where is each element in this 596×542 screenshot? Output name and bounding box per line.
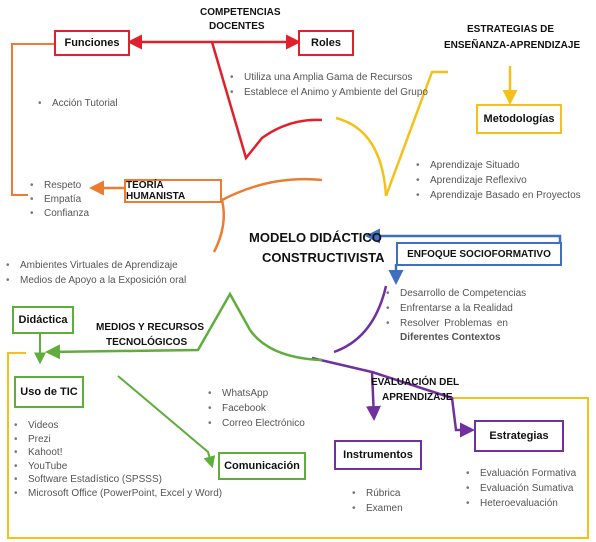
list-item: Videos	[14, 419, 222, 433]
uso-tic-box: Uso de TIC	[14, 376, 84, 408]
center-title-line1: MODELO DIDÁCTICO	[249, 230, 382, 245]
estrategias-eval-items: Evaluación Formativa Evaluación Sumativa…	[466, 466, 576, 511]
metodologias-box: Metodologías	[476, 104, 562, 134]
comunicacion-box: Comunicación	[218, 452, 306, 480]
list-item: Heteroevaluación	[466, 496, 576, 511]
enfoque-socioformativo-box: ENFOQUE SOCIOFORMATIVO	[396, 242, 562, 266]
list-item: Empatía	[30, 193, 89, 207]
list-item: Confianza	[30, 207, 89, 221]
metodologias-label: Metodologías	[483, 113, 555, 125]
instrumentos-items: Rúbrica Examen	[352, 486, 403, 516]
purple-connectors	[311, 285, 475, 438]
roles-label: Roles	[311, 37, 341, 49]
didactica-box: Didáctica	[12, 306, 74, 334]
teoria-humanista-label: TEORÍA HUMANISTA	[126, 180, 186, 202]
list-item: Facebook	[208, 401, 305, 416]
list-item: Respeto	[30, 179, 89, 193]
list-item: Desarrollo de Competencias	[386, 286, 526, 301]
estrategias-ea-items: Aprendizaje Situado Aprendizaje Reflexiv…	[416, 158, 581, 203]
list-item: Rúbrica	[352, 486, 403, 501]
roles-items: Utiliza una Amplia Gama de Recursos Esta…	[230, 70, 428, 100]
list-item: Correo Electrónico	[208, 416, 305, 431]
list-item: Evaluación Formativa	[466, 466, 576, 481]
yellow-connectors	[7, 66, 589, 539]
list-item: Utiliza una Amplia Gama de Recursos	[230, 70, 428, 85]
red-connectors	[127, 34, 323, 161]
estrategias-eval-box: Estrategias	[474, 420, 564, 452]
didactica-label: Didáctica	[18, 314, 68, 326]
medios-top-items: Ambientes Virtuales de Aprendizaje Medio…	[6, 258, 186, 288]
medios-heading-line2: TECNOLÓGICOS	[106, 337, 188, 348]
list-item: YouTube	[14, 460, 222, 474]
uso-tic-label: Uso de TIC	[20, 386, 78, 398]
competencias-heading-line1: COMPETENCIAS	[200, 7, 281, 18]
list-item: Prezi	[14, 433, 222, 447]
list-item: Evaluación Sumativa	[466, 481, 576, 496]
list-item: Examen	[352, 501, 403, 516]
enfoque-socioformativo-label: ENFOQUE SOCIOFORMATIVO	[407, 248, 551, 260]
funciones-items: Acción Tutorial	[38, 96, 118, 111]
socioformativo-item3-line2: Diferentes Contextos	[400, 332, 501, 343]
list-item: Microsoft Office (PowerPoint, Excel y Wo…	[14, 487, 222, 501]
competencias-heading-line2: DOCENTES	[209, 21, 265, 32]
list-item: Aprendizaje Situado	[416, 158, 581, 173]
roles-box: Roles	[298, 30, 354, 56]
list-item: Aprendizaje Basado en Proyectos	[416, 188, 581, 203]
socioformativo-items: Desarrollo de Competencias Enfrentarse a…	[386, 286, 526, 331]
list-item: Acción Tutorial	[38, 96, 118, 111]
instrumentos-box: Instrumentos	[334, 440, 422, 470]
funciones-label: Funciones	[64, 37, 120, 49]
list-item: Software Estadístico (SPSSS)	[14, 473, 222, 487]
estrategias-ea-heading-line1: ESTRATEGIAS DE	[467, 24, 555, 35]
teoria-humanista-box: TEORÍA HUMANISTA	[124, 179, 222, 203]
comunicacion-label: Comunicación	[224, 460, 300, 472]
estrategias-ea-heading-line2: ENSEÑANZA-APRENDIZAJE	[444, 40, 581, 51]
tic-items: Videos Prezi Kahoot! YouTube Software Es…	[14, 419, 222, 500]
evaluacion-heading-line2: APRENDIZAJE	[382, 392, 453, 403]
list-item: Ambientes Virtuales de Aprendizaje	[6, 258, 186, 273]
list-item: Kahoot!	[14, 446, 222, 460]
estrategias-eval-label: Estrategias	[489, 430, 549, 442]
center-title-line2: CONSTRUCTIVISTA	[262, 250, 385, 265]
evaluacion-heading-line1: EVALUACIÓN DEL	[371, 377, 460, 388]
list-item: Enfrentarse a la Realidad	[386, 301, 526, 316]
instrumentos-label: Instrumentos	[343, 449, 413, 461]
orange-connectors	[11, 43, 323, 253]
funciones-box: Funciones	[54, 30, 130, 56]
list-item: Resolver Problemas en	[386, 316, 526, 331]
humanista-items: Respeto Empatía Confianza	[30, 179, 89, 221]
comunicacion-items: WhatsApp Facebook Correo Electrónico	[208, 386, 305, 431]
list-item: Establece el Animo y Ambiente del Grupo	[230, 85, 428, 100]
list-item: WhatsApp	[208, 386, 305, 401]
medios-heading-line1: MEDIOS Y RECURSOS	[96, 322, 204, 333]
list-item: Medios de Apoyo a la Exposición oral	[6, 273, 186, 288]
list-item: Aprendizaje Reflexivo	[416, 173, 581, 188]
